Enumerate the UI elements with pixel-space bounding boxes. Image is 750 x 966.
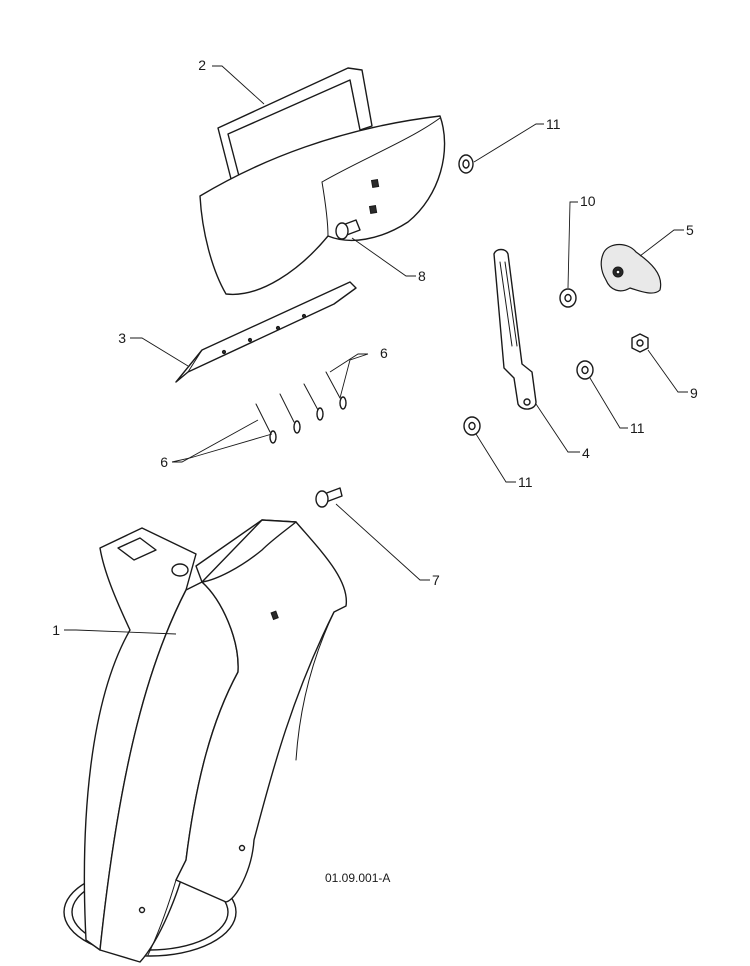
callout-8: 8 xyxy=(418,268,426,284)
callout-labels: 2 3 4 5 6 6 7 8 9 10 11 11 11 1 xyxy=(52,57,698,638)
part-6-rivets xyxy=(255,371,347,444)
rivet xyxy=(303,383,324,421)
callout-11-mid: 11 xyxy=(630,420,645,436)
part-5-wing-knob xyxy=(600,243,662,294)
callout-6-lower: 6 xyxy=(160,454,168,470)
chute-slot xyxy=(270,610,279,621)
leader-lines xyxy=(64,65,688,635)
part-4-slotted-bracket xyxy=(493,248,537,410)
part-8-pivot-pin xyxy=(335,219,361,240)
part-7-carriage-bolt xyxy=(315,487,343,508)
callout-3: 3 xyxy=(118,330,126,346)
callout-7: 7 xyxy=(432,572,440,588)
callout-9: 9 xyxy=(690,385,698,401)
rivet xyxy=(279,393,301,434)
rivet xyxy=(255,403,277,444)
callout-11-low: 11 xyxy=(518,474,533,490)
part-3-edge-strip xyxy=(175,281,357,383)
upper-deflector xyxy=(199,115,446,296)
deflector-slot xyxy=(368,204,378,215)
part-1-discharge-chute xyxy=(63,519,347,963)
deflector-slot xyxy=(370,178,380,189)
callout-5: 5 xyxy=(686,222,694,238)
callout-11-top: 11 xyxy=(546,116,561,132)
part-10-washer xyxy=(559,288,577,308)
callout-1: 1 xyxy=(52,622,60,638)
callout-4: 4 xyxy=(582,445,590,461)
part-11-washer-mid xyxy=(576,360,594,380)
part-11-washer-top xyxy=(458,154,474,174)
rivet xyxy=(325,371,347,410)
drawing-reference-number: 01.09.001-A xyxy=(325,871,390,885)
callout-2: 2 xyxy=(198,57,206,73)
part-9-nut xyxy=(631,333,649,353)
callout-10: 10 xyxy=(580,193,596,209)
callout-6-upper: 6 xyxy=(380,345,388,361)
part-11-washer-low xyxy=(463,416,481,436)
